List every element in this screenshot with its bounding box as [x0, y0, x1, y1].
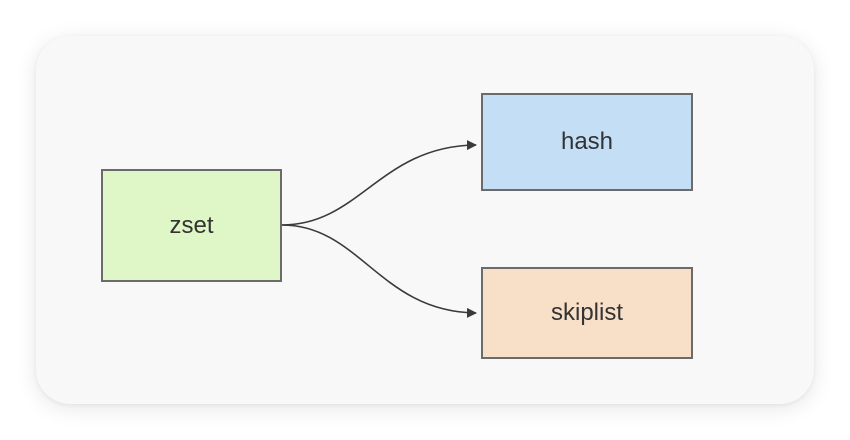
- node-skiplist: skiplist: [481, 267, 693, 359]
- node-zset: zset: [101, 169, 282, 282]
- edge-zset-to-skiplist: [281, 224, 477, 318]
- node-zset-label: zset: [169, 211, 214, 239]
- edge-zset-to-hash: [281, 140, 477, 226]
- node-hash-label: hash: [560, 128, 614, 155]
- node-skiplist-label: skiplist: [550, 299, 623, 326]
- node-hash: hash: [481, 93, 693, 191]
